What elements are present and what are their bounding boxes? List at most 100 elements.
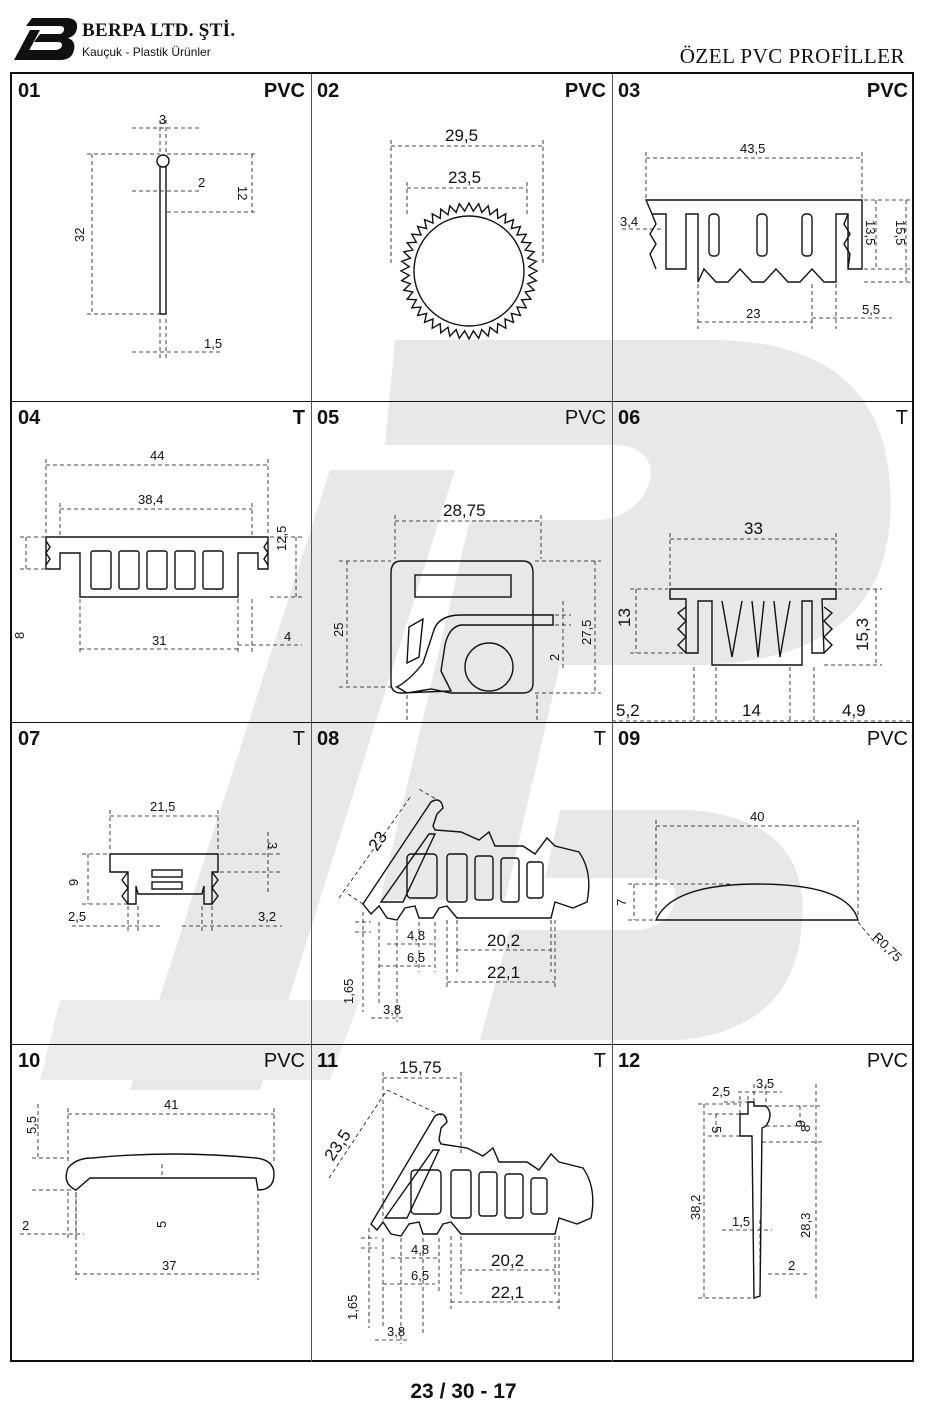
profile-cell-09: 40 7 R0,75 09 PVC — [612, 722, 914, 1044]
dimension-label: 23 — [746, 306, 760, 321]
dimension-label: 32 — [72, 228, 87, 242]
dimension-label: 3,8 — [387, 1324, 405, 1339]
dimension-label: 6,5 — [411, 1268, 429, 1283]
profile-material: PVC — [866, 728, 908, 750]
dimension-label: 44 — [150, 448, 164, 463]
dimension-label: 2,5 — [68, 909, 86, 924]
dimension-label: 22,1 — [487, 963, 520, 982]
profile-drawing-03: 43,5 3,4 13,5 15,5 23 5,5 — [620, 141, 912, 329]
dimension-label: 25 — [331, 623, 346, 637]
profile-cell-02: 29,5 23,5 02 PVC — [311, 74, 612, 401]
profile-material: T — [895, 407, 908, 429]
dimension-label: 21,5 — [150, 799, 175, 814]
profile-number: 02 — [317, 80, 340, 102]
dimension-label: 2 — [22, 1218, 29, 1233]
dimension-label: 38,4 — [138, 492, 163, 507]
dimension-label: 5,5 — [24, 1116, 39, 1134]
profile-number: 11 — [317, 1050, 339, 1072]
dimension-label: 28,3 — [798, 1213, 813, 1238]
dimension-label: 8 — [12, 632, 27, 639]
dimension-label: 9 — [66, 879, 81, 886]
dimension-label: 3 — [265, 842, 280, 849]
profile-number: 10 — [18, 1050, 41, 1072]
profile-material: T — [593, 728, 606, 750]
dimension-label: 41 — [164, 1097, 178, 1112]
dimension-label: 8 — [798, 1125, 813, 1132]
profile-grid: 3 2 12 32 1,5 01 PVC 29,5 23,5 02 PVC — [10, 72, 914, 1362]
grid-divider — [12, 401, 914, 402]
document-title: ÖZEL PVC PROFİLLER — [679, 44, 905, 68]
dimension-label: 1,5 — [204, 336, 222, 351]
dimension-label: 1,65 — [345, 1295, 360, 1320]
profile-drawing-02: 29,5 23,5 — [390, 126, 544, 341]
dimension-label: 28,75 — [443, 501, 486, 520]
dimension-label: 5 — [154, 1221, 169, 1228]
dimension-label: 4 — [284, 629, 291, 644]
profile-cell-12: 2,5 3,5 5 6 8 1,5 38,2 28,3 2 12 PVC — [612, 1044, 914, 1362]
grid-divider — [12, 722, 914, 723]
grid-divider — [12, 1044, 914, 1045]
profile-cell-05: 28,75 25 27,5 2 27 05 PVC — [311, 401, 612, 722]
profile-drawing-06: 33 13 15,3 5,2 14 4,9 — [612, 519, 914, 722]
profile-cell-03: 43,5 3,4 13,5 15,5 23 5,5 03 PVC — [612, 74, 914, 401]
dimension-label: 3,5 — [756, 1076, 774, 1091]
dimension-label: 13 — [615, 608, 634, 627]
profile-material: T — [292, 407, 305, 429]
dimension-label: 3,8 — [383, 1002, 401, 1017]
dimension-label: 29,5 — [445, 126, 478, 145]
profile-drawing-04: 44 38,4 8 12,5 31 4 — [12, 448, 302, 655]
dimension-label: 23,5 — [321, 1126, 355, 1164]
grid-divider — [311, 74, 312, 1362]
profile-material: PVC — [564, 80, 606, 102]
profile-number: 08 — [317, 728, 340, 750]
profile-drawing-01: 3 2 12 32 1,5 — [72, 112, 257, 359]
profile-number: 07 — [18, 728, 41, 750]
profile-cell-07: 21,5 3 9 2,5 3,2 07 T — [12, 722, 311, 1044]
profile-number: 01 — [18, 80, 41, 102]
profile-cell-10: 41 5,5 5 2 37 10 PVC — [12, 1044, 311, 1362]
dimension-label: 2 — [788, 1258, 795, 1273]
profile-drawing-08: 23 4,8 1,65 6,5 20,2 22,1 3,8 — [338, 787, 590, 1022]
profile-material: T — [593, 1050, 606, 1072]
dimension-label: 5,2 — [616, 701, 640, 720]
dimension-label: 4,9 — [842, 701, 866, 720]
profile-material: PVC — [263, 80, 305, 102]
profile-drawing-12: 2,5 3,5 5 6 8 1,5 38,2 28,3 2 — [688, 1076, 822, 1299]
dimension-label: 5 — [709, 1126, 724, 1133]
dimension-label: 15,75 — [399, 1058, 442, 1077]
dimension-label: 40 — [750, 809, 764, 824]
dimension-label: 7 — [614, 899, 629, 906]
dimension-label: 6 — [793, 1120, 808, 1127]
dimension-label: 2 — [547, 654, 562, 661]
profile-number: 05 — [317, 407, 340, 429]
dimension-label: 15,5 — [893, 220, 908, 245]
profile-cell-11: 15,75 23,5 4,8 1,65 20,2 6,5 22,1 3,8 11… — [311, 1044, 612, 1362]
profile-material: PVC — [866, 80, 908, 102]
page-code: 23 / 30 - 17 — [410, 1380, 517, 1403]
profile-cell-04: 44 38,4 8 12,5 31 4 04 T — [12, 401, 311, 722]
profile-material: PVC — [866, 1050, 908, 1072]
dimension-label: 37 — [162, 1258, 176, 1273]
profile-number: 12 — [618, 1050, 641, 1072]
dimension-label: 27,5 — [579, 620, 594, 645]
profile-material: PVC — [564, 407, 606, 429]
dimension-label: 6,5 — [407, 950, 425, 965]
dimension-label: 4,8 — [407, 928, 425, 943]
dimension-label: 13,5 — [863, 220, 878, 245]
profile-cell-08: 23 4,8 1,65 6,5 20,2 22,1 3,8 08 T — [311, 722, 612, 1044]
company-subtitle: Kauçuk - Plastik Ürünler — [82, 45, 211, 59]
dimension-label: 27 — [463, 721, 477, 722]
dimension-label: R0,75 — [870, 930, 905, 965]
dimension-label: 1,65 — [341, 979, 356, 1004]
dimension-label: 3,2 — [258, 909, 276, 924]
dimension-label: 2 — [198, 175, 205, 190]
dimension-label: 3,4 — [620, 214, 638, 229]
dimension-label: 2,5 — [712, 1084, 730, 1099]
profile-cell-01: 3 2 12 32 1,5 01 PVC — [12, 74, 311, 401]
profile-drawing-07: 21,5 3 9 2,5 3,2 — [66, 799, 282, 932]
profile-number: 03 — [618, 80, 641, 102]
dimension-label: 12 — [235, 186, 250, 200]
grid-divider — [612, 74, 613, 1362]
dimension-label: 23 — [365, 828, 391, 854]
dimension-label: 22,1 — [491, 1283, 524, 1302]
